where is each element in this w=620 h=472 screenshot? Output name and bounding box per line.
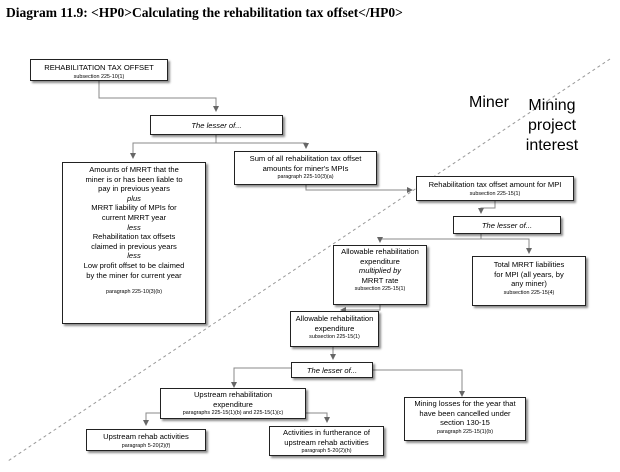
mininglosses-line: section 130-15: [440, 418, 490, 428]
label-mpi-line1: Mining: [528, 97, 576, 114]
box-sum-of-offsets: Sum of all rehabilitation tax offset amo…: [234, 151, 377, 185]
label-mining-project-interest: Mining project interest: [510, 96, 594, 156]
mininglosses-ref: paragraph 225-15(1)(b): [436, 428, 494, 435]
upactivities-ref: paragraph 5-20(2)(f): [121, 442, 171, 449]
box-lesser-of-3: The lesser of...: [291, 362, 373, 378]
allowmult-line: expenditure: [360, 256, 400, 266]
box-rehabilitation-tax-offset: REHABILITATION TAX OFFSET subsection 225…: [30, 59, 168, 81]
divider-line: [7, 58, 611, 462]
mininglosses-line: Mining losses for the year that: [414, 399, 516, 408]
upstream-ref: paragraphs 225-15(1)(b) and 225-15(1)(c): [182, 410, 284, 417]
sum-line: Sum of all rehabilitation tax offset: [249, 154, 362, 163]
allow-ref: subsection 225-15(1): [309, 334, 360, 341]
amounts-line: Amounts of MRRT that the: [89, 165, 179, 174]
lesser1-text: The lesser of...: [191, 121, 242, 130]
amounts-line: MRRT liability of MPIs for: [91, 203, 177, 213]
amounts-line: current MRRT year: [101, 212, 167, 222]
amounts-operator: plus: [127, 193, 141, 203]
sum-line: amounts for miner's MPIs: [262, 163, 349, 173]
box-total-mrrt-liabilities: Total MRRT liabilities for MPI (all year…: [472, 256, 586, 306]
rtompi-ref: subsection 225-15(1): [469, 190, 521, 197]
amounts-line: Low profit offset to be claimed: [83, 260, 185, 270]
totalmrrt-line: any miner): [511, 279, 547, 289]
allowmult-line: MRRT rate: [361, 275, 399, 285]
arrow-lesser3-to-upstream: [231, 367, 291, 388]
totalmrrt-line: for MPI (all years, by: [494, 269, 564, 279]
amounts-operator: less: [127, 222, 141, 232]
totalmrrt-line: Total MRRT liabilities: [493, 260, 565, 269]
arrow-lesser1-to-sum: [215, 134, 309, 149]
upactivities-line: Upstream rehab activities: [103, 432, 189, 441]
mininglosses-line: have been cancelled under: [419, 408, 511, 418]
arrow-rtompi-to-lesser2: [478, 200, 496, 214]
label-miner: Miner: [469, 94, 510, 111]
box-lesser-of-1: The lesser of...: [150, 115, 283, 135]
totalmrrt-ref: subsection 225-15(4): [503, 289, 555, 296]
arrow-allowmult-to-allow: [340, 305, 381, 313]
rto-title: REHABILITATION TAX OFFSET: [44, 63, 154, 72]
diagram-title: Diagram 11.9: <HP0>Calculating the rehab…: [6, 5, 403, 20]
box-mining-losses: Mining losses for the year that have bee…: [404, 397, 526, 441]
box-allowable-multiplied: Allowable rehabilitation expenditure mul…: [333, 245, 427, 305]
sum-ref: paragraph 225-10(3)(a): [277, 174, 334, 181]
furtherance-line: Activities in furtherance of: [283, 428, 370, 437]
lesser2-text: The lesser of...: [481, 221, 533, 230]
lesser3-text: The lesser of...: [306, 366, 358, 375]
amounts-line: claimed in previous years: [91, 241, 177, 251]
box-rto-amount-for-mpi: Rehabilitation tax offset amount for MPI…: [416, 176, 574, 201]
arrow-lesser1-to-amounts: [130, 134, 217, 159]
allow-line: Allowable rehabilitation: [295, 314, 374, 323]
upstream-line: Upstream rehabilitation: [193, 390, 273, 399]
furtherance-line: upstream rehab activities: [284, 437, 369, 447]
box-activities-in-furtherance: Activities in furtherance of upstream re…: [269, 426, 384, 456]
arrow-lesser2-to-allowmult: [377, 233, 482, 243]
furtherance-ref: paragraph 5-20(2)(h): [301, 448, 352, 455]
amounts-line: miner is or has been liable to: [85, 174, 183, 184]
label-mpi-line2: project: [527, 117, 577, 134]
upstream-line: expenditure: [213, 399, 253, 409]
amounts-line: Rehabilitation tax offsets: [92, 232, 176, 242]
rtompi-line: Rehabilitation tax offset amount for MPI: [428, 180, 562, 189]
arrow-lesser3-to-mininglosses: [373, 369, 465, 397]
arrow-lesser2-to-totalmrrt: [480, 233, 532, 254]
rto-ref: subsection 225-10(1): [73, 73, 125, 80]
box-allowable-expenditure: Allowable rehabilitation expenditure sub…: [290, 311, 379, 347]
box-upstream-rehab-expenditure: Upstream rehabilitation expenditure para…: [160, 388, 306, 419]
amounts-line: pay in previous years: [98, 184, 170, 194]
amounts-ref: paragraph 225-10(3)(b): [105, 289, 163, 296]
label-mpi-line3: interest: [525, 137, 579, 154]
allow-line: expenditure: [314, 323, 355, 333]
box-lesser-of-2: The lesser of...: [453, 216, 561, 234]
allowmult-operator: multiplied by: [358, 266, 402, 276]
amounts-operator: less: [127, 251, 141, 261]
allowmult-line: Allowable rehabilitation: [341, 247, 419, 256]
arrow-rto-to-lesser1: [98, 80, 219, 112]
box-amounts-of-mrrt: Amounts of MRRT that the miner is or has…: [62, 162, 206, 324]
box-upstream-rehab-activities: Upstream rehab activities paragraph 5-20…: [86, 429, 206, 451]
amounts-line: by the miner for current year: [86, 270, 182, 280]
allowmult-ref: subsection 225-15(1): [354, 286, 406, 293]
arrow-sum-to-rtompi: [305, 185, 413, 193]
